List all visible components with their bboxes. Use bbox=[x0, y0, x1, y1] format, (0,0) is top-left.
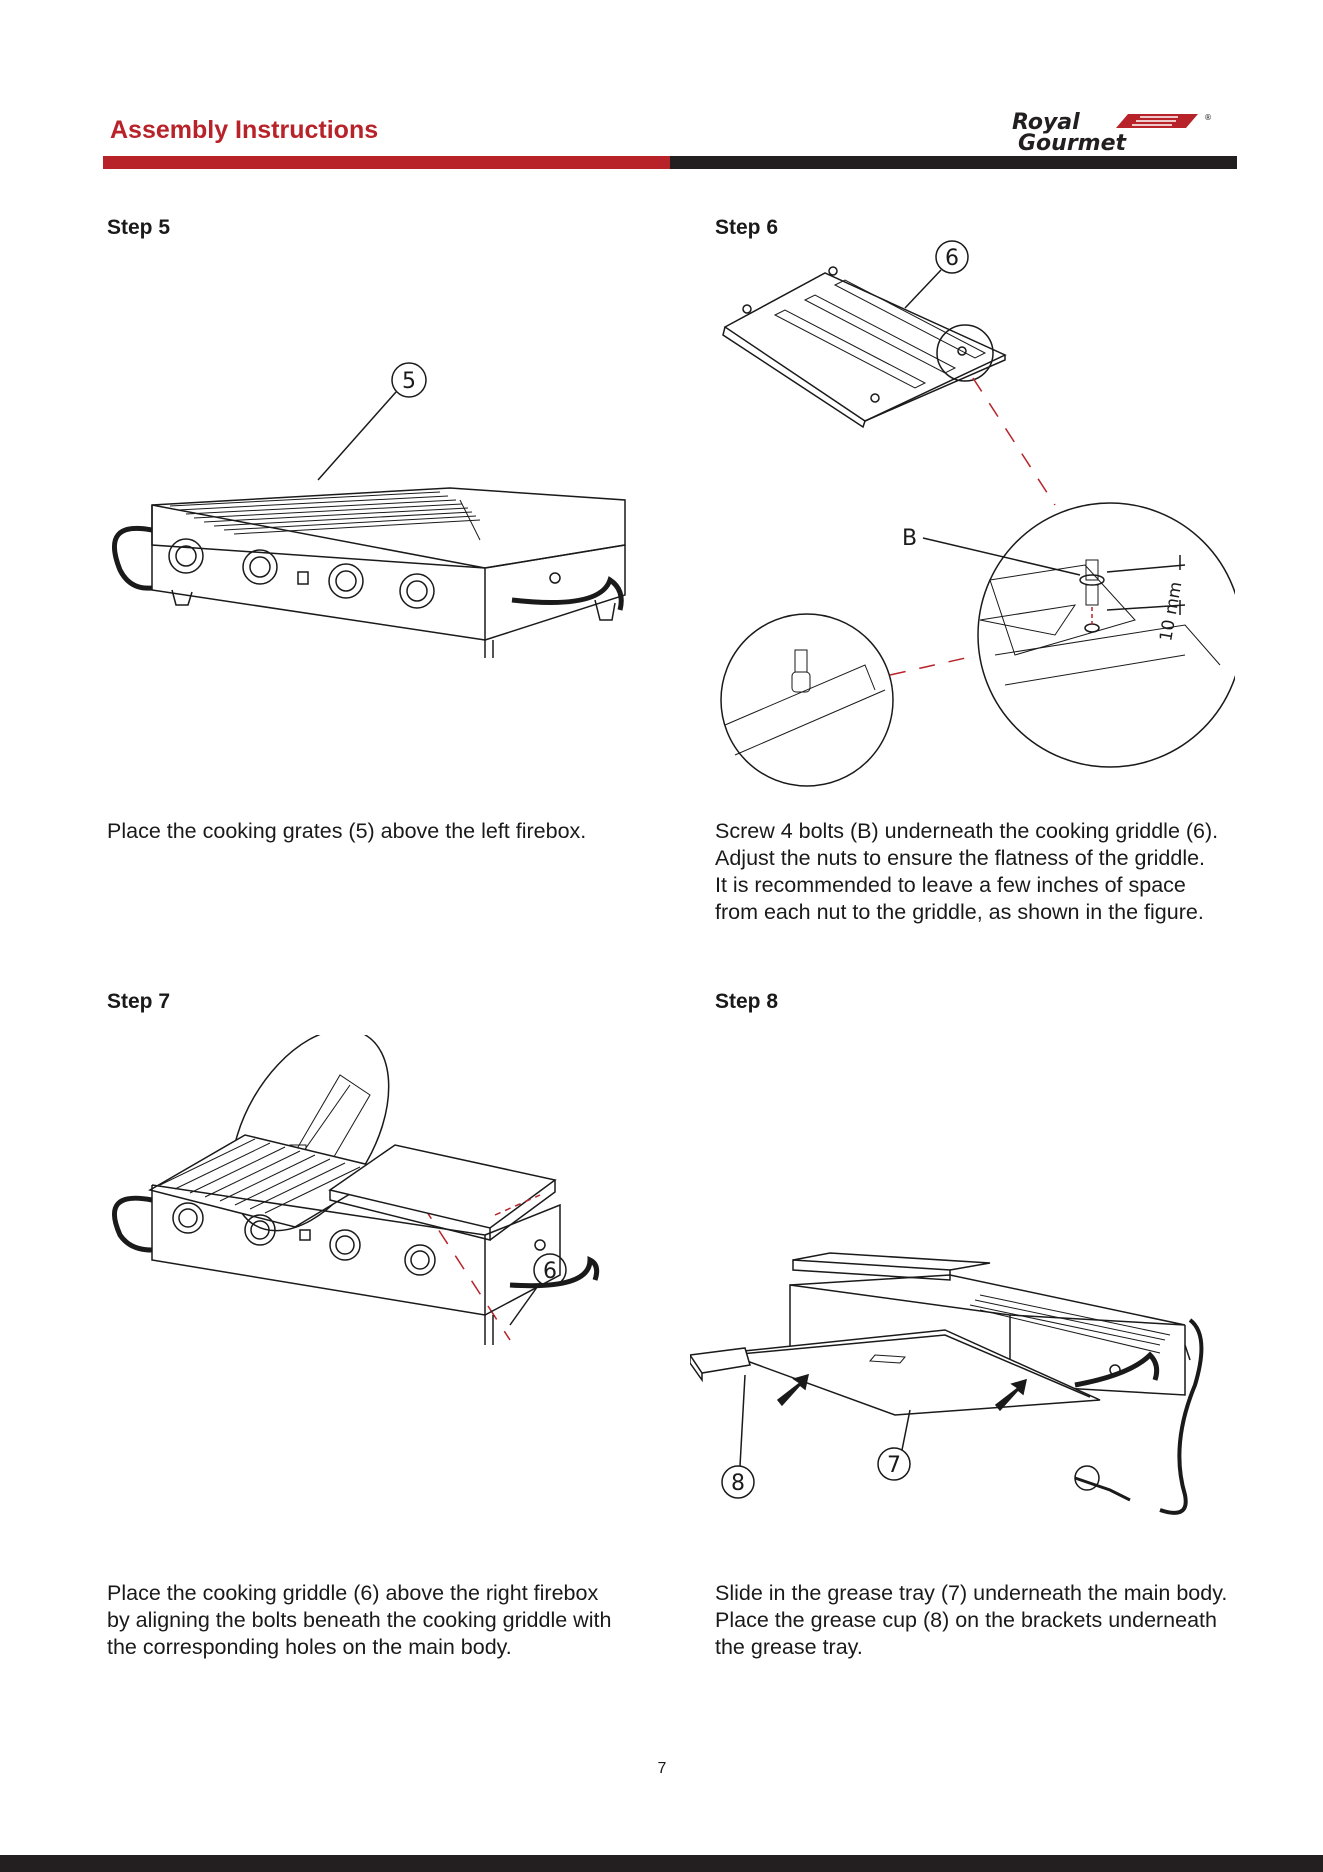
step-5-description: Place the cooking grates (5) above the l… bbox=[107, 818, 667, 845]
header-bar-dark bbox=[670, 156, 1237, 169]
step-6-line: Screw 4 bolts (B) underneath the cooking… bbox=[715, 819, 1219, 843]
step-7-line: the corresponding holes on the main body… bbox=[107, 1635, 512, 1659]
step-8-illustration: 8 7 bbox=[690, 1252, 1204, 1515]
footer-bar bbox=[0, 1855, 1323, 1872]
step-8-line: Place the grease cup (8) on the brackets… bbox=[715, 1608, 1217, 1632]
step-8-line: the grease tray. bbox=[715, 1635, 863, 1659]
step-5-line: Place the cooking grates (5) above the l… bbox=[107, 819, 587, 843]
callout-6: 6 bbox=[945, 246, 959, 271]
step-7-description: Place the cooking griddle (6) above the … bbox=[107, 1580, 667, 1661]
header-bar-red bbox=[103, 156, 670, 169]
step-6-line: Adjust the nuts to ensure the flatness o… bbox=[715, 846, 1206, 870]
brand-logo: Royal Gourmet ® bbox=[1012, 110, 1212, 156]
step-6-description: Screw 4 bolts (B) underneath the cooking… bbox=[715, 818, 1275, 926]
step-7-line: Place the cooking griddle (6) above the … bbox=[107, 1581, 599, 1605]
page-number: 7 bbox=[657, 1760, 667, 1777]
callout-7: 7 bbox=[887, 1453, 901, 1478]
step-6-line: It is recommended to leave a few inches … bbox=[715, 873, 1186, 897]
callout-5: 5 bbox=[402, 369, 416, 394]
step-7-label: Step 7 bbox=[107, 990, 171, 1013]
logo-line2: Gourmet bbox=[1018, 131, 1128, 156]
step-8-label: Step 8 bbox=[715, 990, 779, 1013]
step-5-label: Step 5 bbox=[107, 216, 171, 239]
step-6-label: Step 6 bbox=[715, 216, 779, 239]
callout-8: 8 bbox=[731, 1471, 745, 1496]
step-8-description: Slide in the grease tray (7) underneath … bbox=[715, 1580, 1275, 1661]
step-6-line: from each nut to the griddle, as shown i… bbox=[715, 900, 1204, 924]
step-8-line: Slide in the grease tray (7) underneath … bbox=[715, 1581, 1228, 1605]
step-7-line: by aligning the bolts beneath the cookin… bbox=[107, 1608, 612, 1632]
logo-line1: Royal bbox=[1012, 110, 1080, 135]
logo-registered-mark: ® bbox=[1204, 113, 1212, 122]
callout-B: B bbox=[902, 526, 917, 551]
step-7-illustration: 6 bbox=[111, 1035, 600, 1345]
step-6-illustration: 6 10 mm B bbox=[720, 240, 1235, 787]
page-title: Assembly Instructions bbox=[110, 116, 379, 144]
step-5-illustration: 5 bbox=[111, 362, 626, 658]
